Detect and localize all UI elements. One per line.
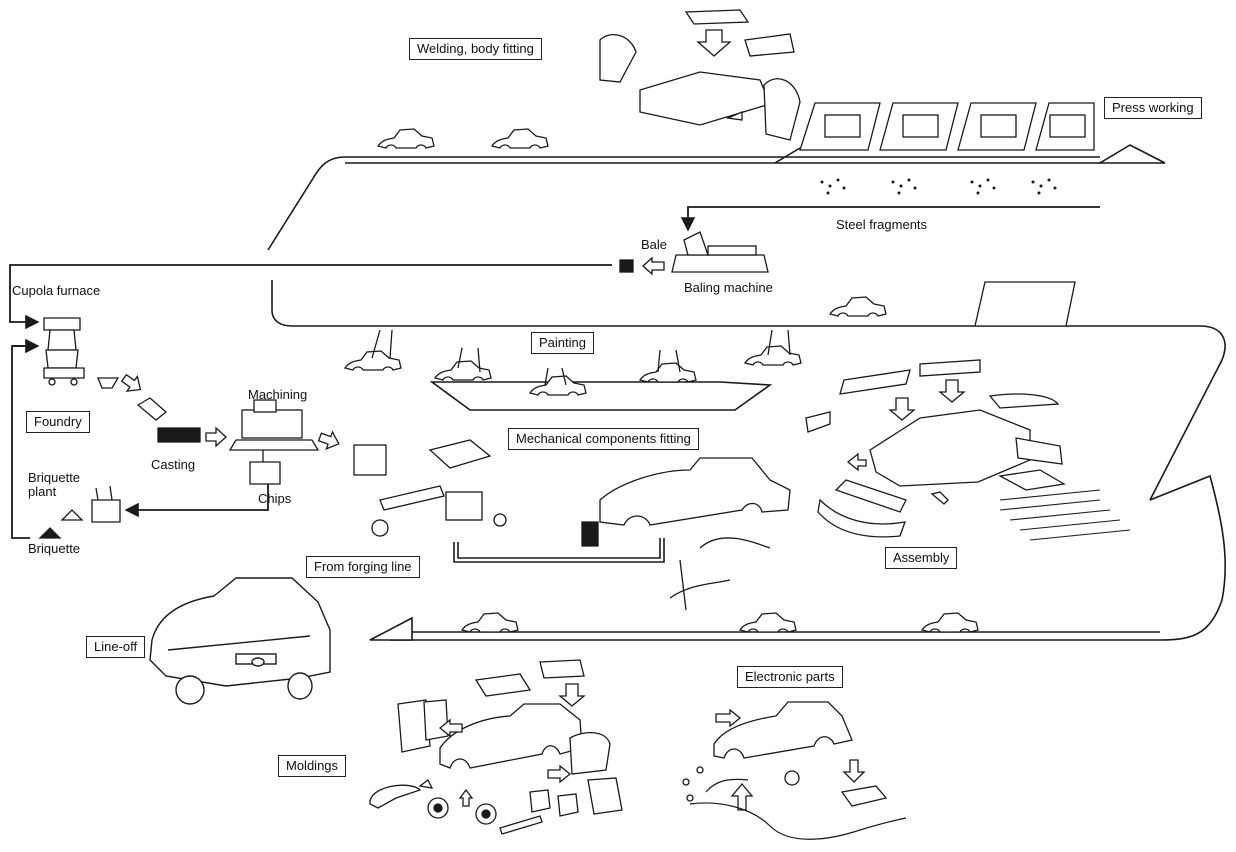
line-off-car-sketch	[150, 578, 330, 704]
machining-label: Machining	[248, 387, 307, 402]
cupola-furnace-label: Cupola furnace	[12, 283, 100, 298]
briquette-label: Briquette	[28, 541, 80, 556]
moldings-sketch	[370, 660, 622, 834]
steel-fragments-label: Steel fragments	[836, 217, 927, 232]
mechanical-body-car	[600, 458, 790, 525]
scrap-return-line	[10, 207, 1100, 322]
cupola-furnace-sketch	[44, 318, 118, 388]
chips-label: Chips	[258, 491, 291, 506]
mechanical-parts-sketch	[354, 440, 598, 546]
painting-panel	[975, 282, 1075, 326]
steel-fragments	[821, 179, 1057, 195]
upper-line-bodies	[378, 129, 548, 148]
upper-conveyor-line	[268, 145, 1165, 250]
electronic-parts-label: Electronic parts	[737, 666, 843, 688]
casting-sketch	[138, 398, 200, 442]
baling-machine-label: Baling machine	[684, 280, 773, 295]
painting-bodies	[345, 297, 886, 395]
electronic-parts-sketch	[683, 702, 886, 810]
machining-sketch	[230, 400, 318, 484]
welding-body-sketch	[600, 10, 800, 140]
briquette-plant-label-line1: Briquette	[28, 470, 80, 485]
press-working-label: Press working	[1104, 97, 1202, 119]
foundry-label: Foundry	[26, 411, 90, 433]
painting-label: Painting	[531, 332, 594, 354]
forging-line-label: From forging line	[306, 556, 420, 578]
mechanical-flow-line	[454, 538, 664, 562]
bale-label: Bale	[641, 237, 667, 252]
mechanical-components-label: Mechanical components fitting	[508, 428, 699, 450]
press-panels	[800, 103, 1094, 150]
assembly-ladder	[1000, 490, 1130, 540]
casting-label: Casting	[151, 457, 195, 472]
welding-label: Welding, body fitting	[409, 38, 542, 60]
line-off-label: Line-off	[86, 636, 145, 658]
harness-sketch	[670, 538, 770, 610]
assembly-label: Assembly	[885, 547, 957, 569]
assembly-sketch	[806, 360, 1064, 537]
lower-line-bodies	[462, 613, 978, 632]
moldings-label: Moldings	[278, 755, 346, 777]
briquette-plant-label-line2: plant	[28, 484, 56, 499]
